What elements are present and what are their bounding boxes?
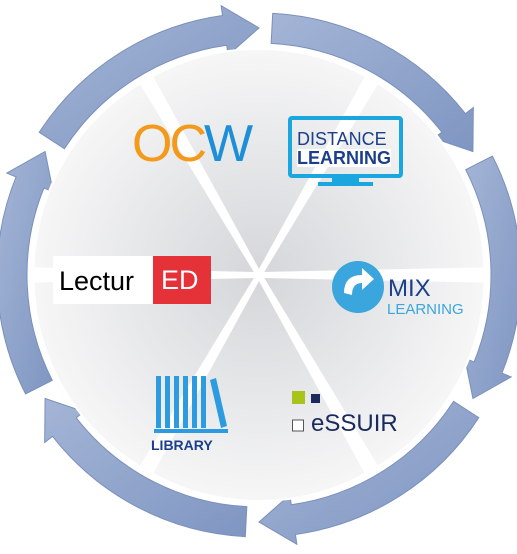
segment-mix-learning xyxy=(260,275,486,469)
distance-label: DISTANCE xyxy=(297,129,387,149)
books-icon xyxy=(154,376,228,433)
circular-arrow-icon xyxy=(332,261,384,313)
ed-block xyxy=(153,256,211,304)
ocw-letter-w: W xyxy=(204,115,253,173)
cycle-arrow-6 xyxy=(38,4,260,150)
essuir-logo[interactable]: eSSUIR xyxy=(291,389,421,441)
ocw-letter-o: O xyxy=(132,115,172,173)
cycle-arrow-4 xyxy=(44,397,248,538)
segment-library xyxy=(32,275,258,469)
library-label: LIBRARY xyxy=(151,437,213,453)
segment-essuir xyxy=(150,276,368,502)
learning-label: LEARNING xyxy=(297,148,391,168)
ocw-logo[interactable]: OCW xyxy=(132,115,253,173)
segment-lectured xyxy=(32,81,258,275)
segment-ocw xyxy=(150,48,368,274)
cycle-arrow-3 xyxy=(258,400,480,546)
mix-learning-label: LEARNING xyxy=(387,301,464,318)
cycle-arrow-2 xyxy=(464,155,517,400)
cycle-arrow-1 xyxy=(270,12,474,153)
library-logo[interactable]: LIBRARY xyxy=(150,374,240,454)
lectur-label: Lectur xyxy=(59,266,135,296)
ed-label: ED xyxy=(161,265,199,295)
segment-distance-learning xyxy=(260,81,486,275)
ocw-letter-c: C xyxy=(169,115,207,173)
mix-label: MIX xyxy=(388,275,431,302)
arrow-ring xyxy=(0,4,517,546)
cycle-arrow-5 xyxy=(0,150,54,395)
squares-icon xyxy=(292,391,320,432)
monitor-icon xyxy=(288,116,403,186)
essuir-label: eSSUIR xyxy=(311,410,398,437)
distance-learning-logo[interactable]: DISTANCE LEARNING xyxy=(288,116,403,188)
mix-learning-logo[interactable]: MIX LEARNING xyxy=(330,255,500,327)
lectured-logo[interactable]: Lectur ED xyxy=(53,256,211,304)
segment-group xyxy=(32,48,486,502)
